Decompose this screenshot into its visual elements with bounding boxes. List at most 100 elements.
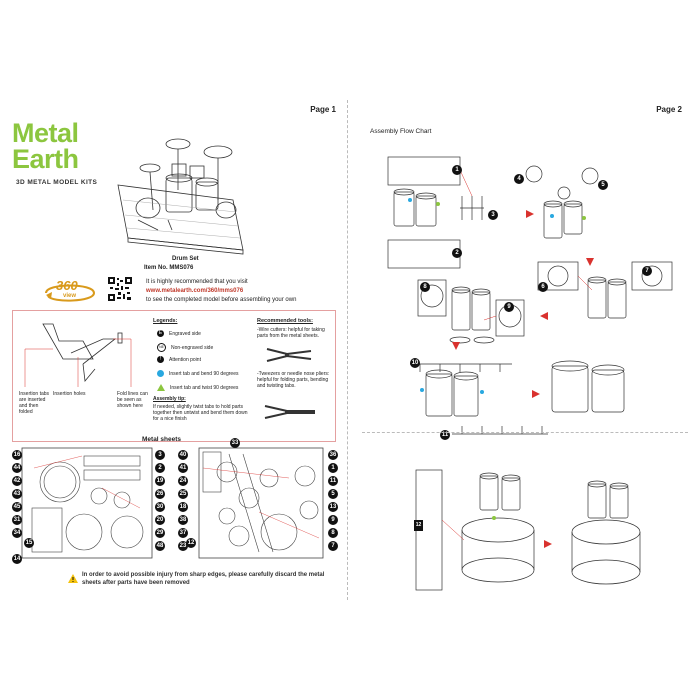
label-insertion-tabs: Insertion tabs are inserted and then fol… (19, 391, 50, 415)
step-badge-7: 7 (642, 266, 652, 276)
brand-logo: Metal Earth (12, 120, 79, 174)
part-number-badge: 5 (328, 489, 338, 499)
assembly-flow-diagram (387, 156, 673, 591)
blue-dot-icon (157, 370, 164, 377)
logo-line-2: Earth (12, 144, 79, 174)
model-name: Drum Set (172, 256, 199, 262)
item-number: Item No. MMS076 (144, 265, 194, 271)
part-number-badge: 14 (12, 554, 22, 564)
part-number-badge: 19 (155, 476, 165, 486)
legend-non-engraved: NE Non-engraved side (157, 343, 213, 352)
view-360-badge[interactable]: 360 view (42, 275, 98, 305)
part-number-badge: 44 (12, 463, 22, 473)
part-number-badge: 11 (328, 476, 338, 486)
part-number-badge: 25 (178, 489, 188, 499)
legend-bend: Insert tab and bend 90 degrees (157, 370, 239, 377)
part-number-badge: 18 (178, 502, 188, 512)
legend-twist-text: Insert tab and twist 90 degrees (170, 384, 239, 391)
page-number: Page 2 (656, 105, 682, 114)
label-fold-lines: Fold lines can be seen as shown here (117, 391, 148, 409)
part-number-badge: 31 (12, 515, 22, 525)
part-number-badge: 38 (178, 515, 188, 525)
legend-twist: Insert tab and twist 90 degrees (157, 384, 238, 391)
part-number-badge: 12 (186, 538, 196, 548)
part-number-badge: 37 (178, 528, 188, 538)
tool-wire-cutters-text: -Wire cutters: helpful for taking parts … (257, 327, 325, 339)
part-number-badge: 2 (155, 463, 165, 473)
non-engraved-icon: NE (157, 343, 166, 352)
part-number-badge: 34 (12, 528, 22, 538)
needle-nose-pliers-icon (264, 405, 315, 419)
legend-engraved: E Engraved side (157, 330, 201, 337)
part-number-badge: 24 (178, 476, 188, 486)
legend-attention: ! Attention point (157, 356, 201, 363)
section-separator (362, 432, 688, 433)
part-number-badge: 42 (12, 476, 22, 486)
metal-sheets-title: Metal sheets (142, 436, 182, 443)
metal-sheet-right (198, 447, 324, 559)
badge-number: 360 (56, 278, 78, 293)
part-number-badge: 1 (328, 463, 338, 473)
flow-chart-title: Assembly Flow Chart (370, 128, 432, 135)
part-number-badge: 15 (24, 538, 34, 548)
part-number-badge: 23 (178, 541, 188, 551)
badge-view-label: view (63, 293, 77, 299)
step-badge-4: 4 (514, 174, 524, 184)
part-number-badge: 20 (155, 515, 165, 525)
step-badge-6: 6 (538, 282, 548, 292)
recommend-text-2: to see the completed model before assemb… (146, 297, 297, 303)
part-number-badge: 13 (328, 502, 338, 512)
drum-set-illustration (117, 138, 244, 255)
legend-engraved-text: Engraved side (169, 330, 201, 337)
part-number-badge: 36 (328, 450, 338, 460)
recommend-text: It is highly recommended that you visit (146, 279, 248, 285)
divider (347, 100, 348, 600)
part-number-badge: 26 (155, 489, 165, 499)
attention-icon: ! (157, 356, 164, 363)
wire-cutters-icon (266, 348, 312, 362)
legends-title: Legends: (153, 318, 178, 324)
step-badge-2: 2 (452, 248, 462, 258)
safety-warning: In order to avoid possible injury from s… (82, 572, 325, 586)
part-number-badge: 48 (155, 541, 165, 551)
tool-tweezers-text: -Tweezers or needle nose pliers: helpful… (257, 371, 330, 389)
recommend-link[interactable]: www.metalearth.com/360/mms076 (146, 288, 244, 294)
part-number-badge: 16 (12, 450, 22, 460)
tip-text: If needed, slightly twist tabs to hold p… (153, 404, 248, 422)
metal-sheet-left (21, 447, 153, 559)
step-badge-11: 11 (440, 430, 450, 440)
warning-icon (68, 574, 78, 583)
engraved-icon: E (157, 330, 164, 337)
part-number-badge: 40 (178, 450, 188, 460)
step-badge-9: 9 (504, 302, 514, 312)
tip-title: Assembly tip: (153, 396, 186, 402)
part-number-badge: 9 (328, 515, 338, 525)
part-number-badge: 7 (328, 541, 338, 551)
qr-code-icon[interactable] (108, 277, 132, 301)
step-badge-1: 1 (452, 165, 462, 175)
label-insertion-holes: Insertion holes (53, 391, 86, 397)
part-number-badge: 33 (230, 438, 240, 448)
part-number-badge: 45 (12, 502, 22, 512)
page-1: Page 1 Metal Earth 3D METAL MODEL KITS (12, 100, 342, 600)
step-badge-3: 3 (488, 210, 498, 220)
instructions-legend-box: Insertion tabs are inserted and then fol… (12, 310, 336, 442)
step-badge-8: 8 (420, 282, 430, 292)
page-number: Page 1 (310, 105, 336, 114)
tab-diagram (24, 323, 132, 387)
logo-tagline: 3D METAL MODEL KITS (16, 179, 98, 186)
legend-bend-text: Insert tab and bend 90 degrees (169, 370, 239, 377)
badge-swirl-icon (45, 284, 96, 302)
legend-attention-text: Attention point (169, 356, 201, 363)
part-number-badge: 43 (12, 489, 22, 499)
part-number-badge: 3 (155, 450, 165, 460)
step-badge-5: 5 (598, 180, 608, 190)
step-badge-12: 12 (414, 520, 423, 531)
legend-non-engraved-text: Non-engraved side (171, 344, 214, 351)
part-number-badge: 41 (178, 463, 188, 473)
green-triangle-icon (157, 384, 165, 391)
tools-title: Recommended tools: (257, 318, 313, 324)
part-number-badge: 29 (155, 528, 165, 538)
part-number-badge: 30 (155, 502, 165, 512)
page-2: Page 2 Assembly Flow Chart (352, 100, 688, 600)
